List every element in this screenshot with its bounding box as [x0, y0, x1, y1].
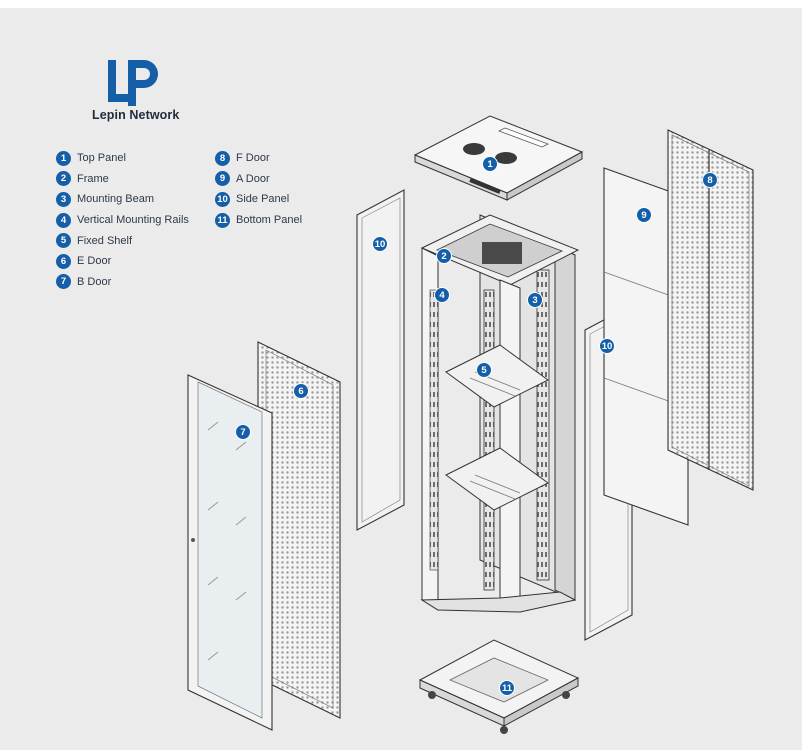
callout-fixed-shelf: 5 [476, 362, 492, 378]
callout-b-door: 7 [235, 424, 251, 440]
legend-number: 7 [56, 274, 71, 290]
legend-right-column: 8 F Door 9 A Door 10 Side Panel 11 Bottom Pa… [215, 148, 302, 230]
callout-e-door: 6 [293, 383, 309, 399]
legend-item: 1 Top Panel [56, 148, 189, 169]
callout-mounting-beam: 3 [527, 292, 543, 308]
f-door [667, 129, 754, 491]
top-panel [413, 115, 584, 201]
legend-number: 1 [56, 150, 71, 166]
rack-frame [420, 214, 580, 613]
legend-label: B Door [77, 275, 112, 288]
legend-label: A Door [236, 172, 270, 185]
legend-label: F Door [236, 152, 270, 165]
legend-item: 9 A Door [215, 169, 302, 190]
legend-label: Bottom Panel [236, 214, 303, 227]
legend-label: Top Panel [77, 152, 126, 165]
legend-label: Side Panel [236, 193, 290, 206]
legend-number: 8 [215, 150, 230, 166]
callout-bottom-panel: 11 [499, 680, 515, 696]
callout-frame: 2 [436, 248, 452, 264]
legend-item: 3 Mounting Beam [56, 189, 189, 210]
legend-number: 9 [215, 171, 230, 187]
side-panel-left [356, 189, 405, 531]
legend-number: 6 [56, 253, 71, 269]
legend-label: Vertical Mounting Rails [77, 214, 189, 227]
legend-number: 10 [215, 191, 230, 207]
bottom-panel [418, 639, 580, 734]
legend-number: 11 [215, 212, 230, 228]
legend-label: E Door [77, 255, 112, 268]
legend-label: Frame [77, 172, 109, 185]
callout-side-panel-right: 10 [599, 338, 615, 354]
brand-name: Lepin Network [92, 108, 180, 122]
callout-a-door: 9 [636, 207, 652, 223]
legend-item: 6 E Door [56, 251, 189, 272]
legend-number: 5 [56, 233, 71, 249]
legend-number: 2 [56, 171, 71, 187]
legend-label: Fixed Shelf [77, 234, 133, 247]
legend-number: 4 [56, 212, 71, 228]
callout-f-door: 8 [702, 172, 718, 188]
legend-left-column: 1 Top Panel 2 Frame 3 Mounting Beam 4 Vertic… [56, 148, 189, 292]
legend-item: 8 F Door [215, 148, 302, 169]
legend-item: 5 Fixed Shelf [56, 230, 189, 251]
lepin-logo-icon [108, 60, 158, 106]
legend-item: 11 Bottom Panel [215, 210, 302, 231]
callout-side-panel-left: 10 [372, 236, 388, 252]
b-door [187, 374, 273, 731]
legend-item: 2 Frame [56, 169, 189, 190]
callout-vertical-rails: 4 [434, 287, 450, 303]
legend-item: 10 Side Panel [215, 189, 302, 210]
legend-item: 4 Vertical Mounting Rails [56, 210, 189, 231]
callout-top-panel: 1 [482, 156, 498, 172]
legend-number: 3 [56, 191, 71, 207]
legend-label: Mounting Beam [77, 193, 155, 206]
legend-item: 7 B Door [56, 272, 189, 293]
